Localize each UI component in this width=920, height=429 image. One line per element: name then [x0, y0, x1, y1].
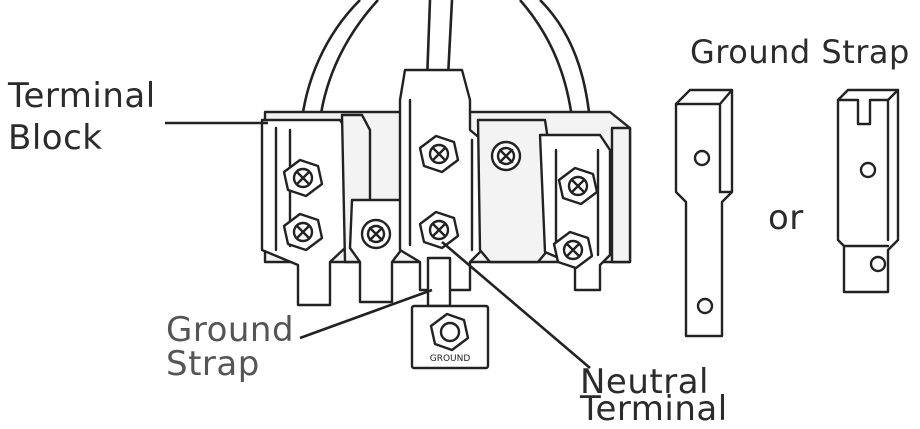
ground-strap-installed: GROUND: [410, 256, 490, 370]
screw-center-right: [490, 140, 522, 172]
screw-neutral-top: [418, 134, 460, 174]
terminal-screws: [282, 134, 599, 270]
screw-top-right: [557, 166, 599, 206]
label-ground-strap-line2: Strap: [166, 344, 260, 384]
neutral-terminal-section: [398, 68, 484, 292]
ground-plate-text: GROUND: [430, 354, 471, 364]
ground-strap-straight: [674, 88, 734, 338]
screw-bottom-left: [282, 212, 324, 252]
label-terminal-block-line1: Terminal: [8, 76, 156, 116]
label-neutral-terminal-line2: Terminal: [580, 389, 728, 429]
label-terminal-block-line2: Block: [8, 118, 103, 158]
ground-strap-bent: [836, 88, 900, 294]
left-terminal-section: [260, 118, 347, 307]
label-or: or: [768, 198, 804, 238]
screw-neutral-bottom: [418, 210, 460, 250]
label-neutral-terminal-line1: Neutral: [580, 362, 709, 402]
screw-bottom-right: [552, 230, 594, 270]
label-ground-strap-title: Ground Strap: [690, 33, 910, 71]
center-left-section: [348, 198, 407, 304]
screw-center-left: [360, 218, 392, 250]
leader-ground-strap: [299, 288, 433, 340]
screw-top-left: [282, 158, 324, 198]
label-ground-strap-line1: Ground: [166, 310, 295, 350]
leader-neutral-terminal: [441, 241, 591, 369]
